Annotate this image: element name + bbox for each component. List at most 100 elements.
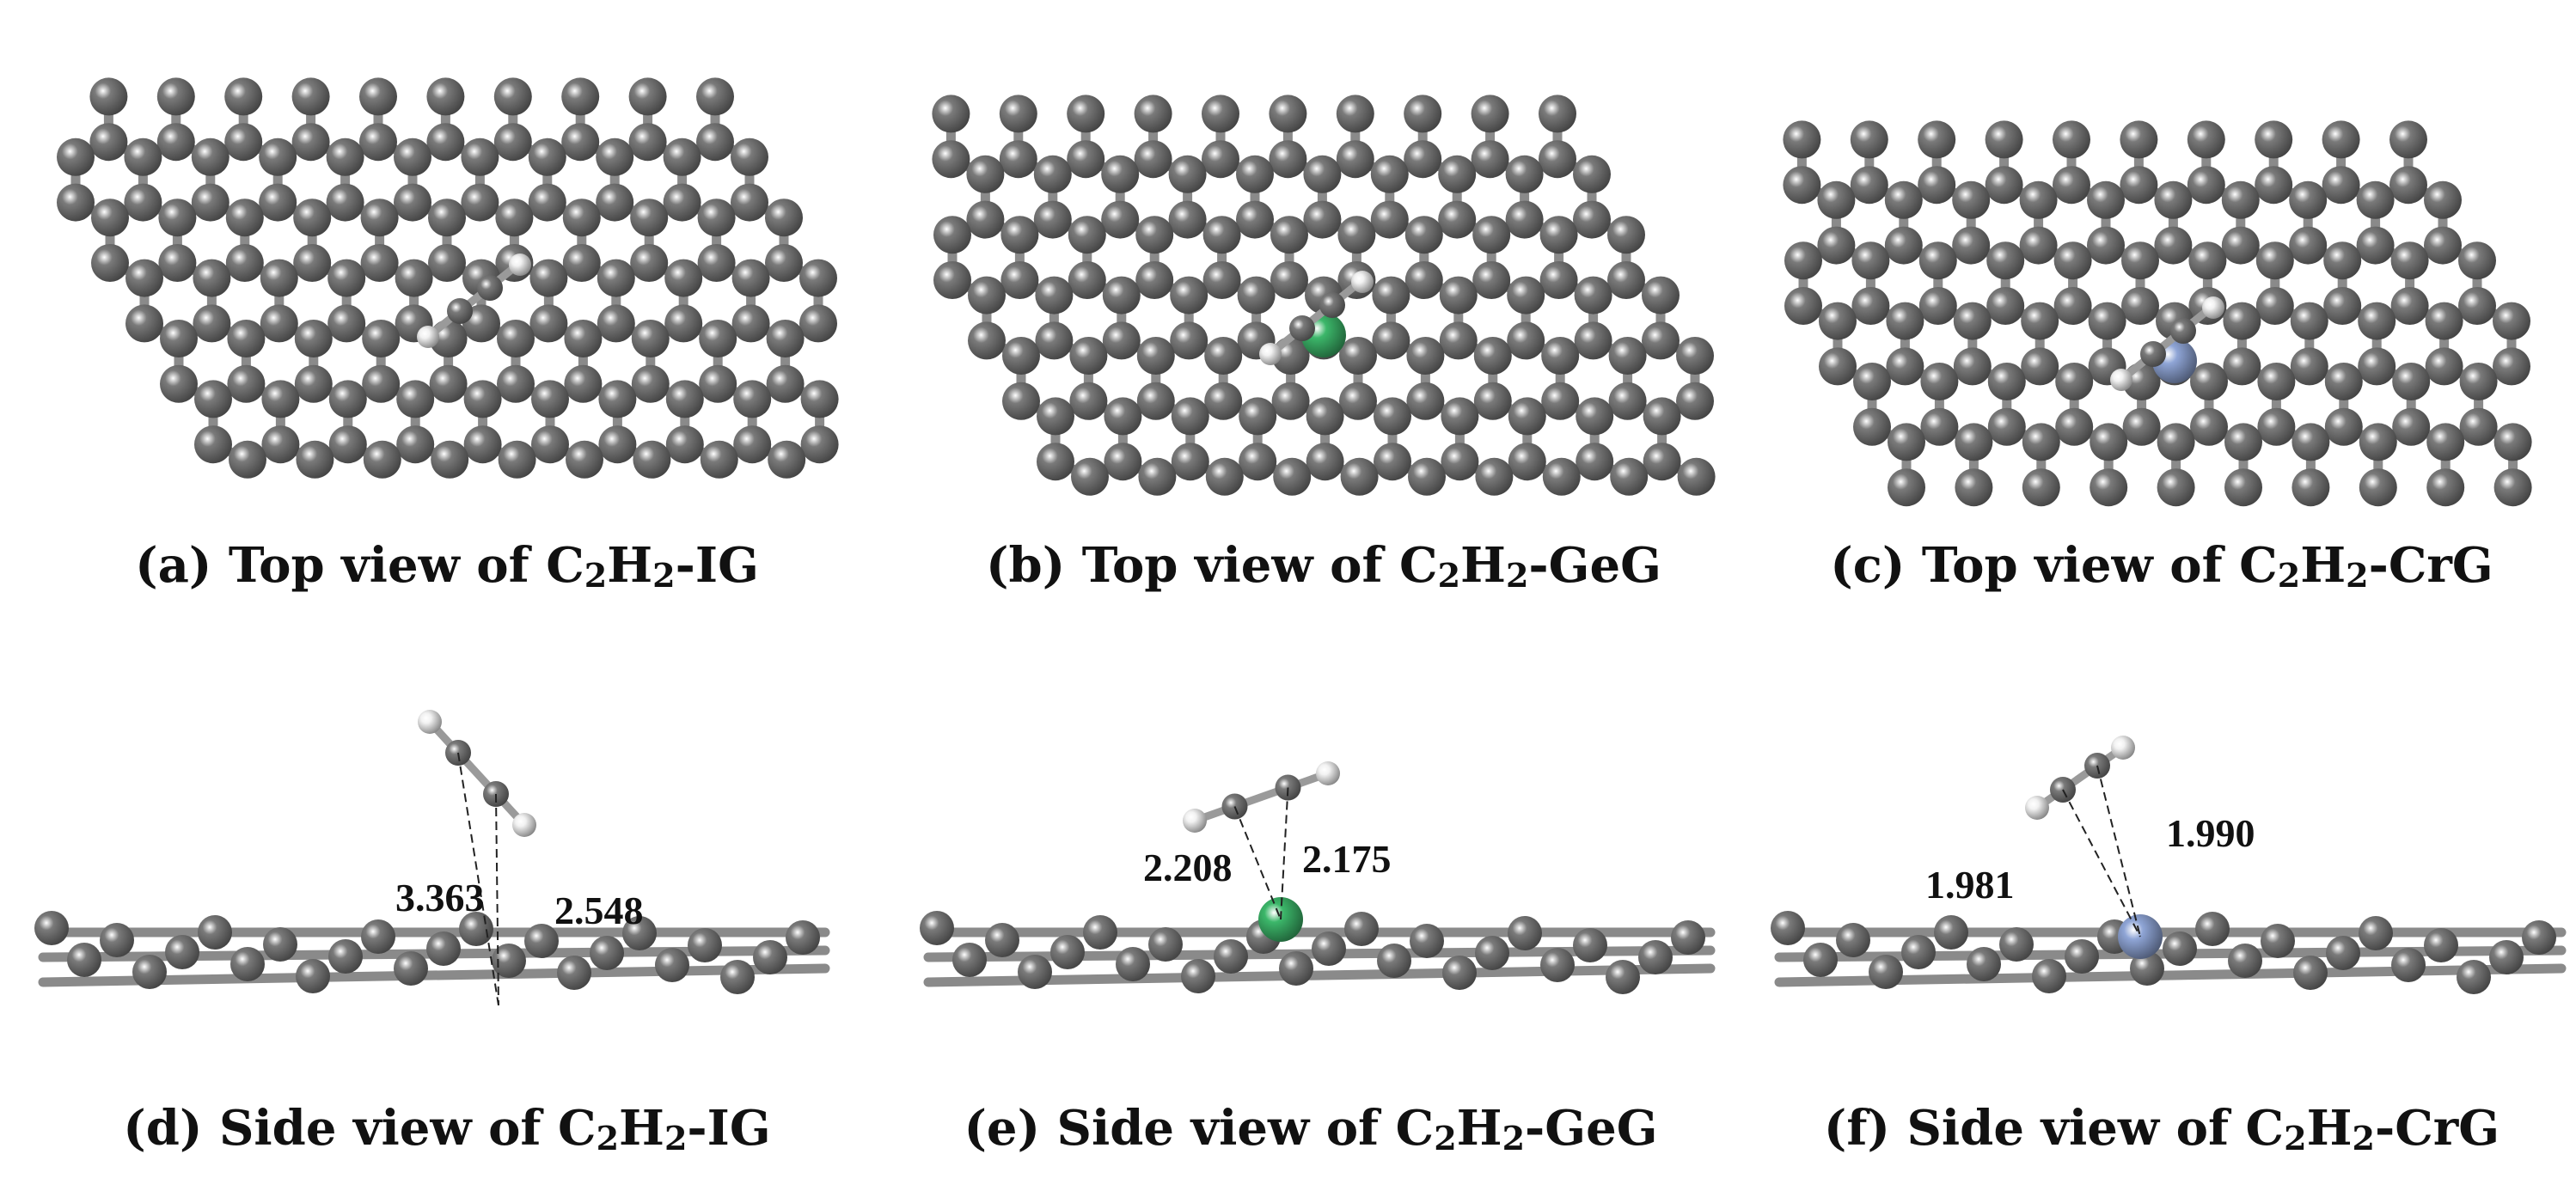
carbon-atom	[1638, 940, 1673, 974]
carbon-atom	[360, 198, 399, 237]
carbon-atom	[2291, 468, 2330, 507]
carbon-atom	[1643, 397, 1681, 436]
carbon-atom	[2323, 241, 2362, 280]
carbon-atom	[1441, 397, 1479, 436]
carbon-atom	[1955, 423, 1993, 461]
carbon-atom	[1439, 321, 1478, 360]
carbon-atom	[1037, 397, 1074, 436]
carbon-atom	[261, 380, 300, 418]
carbon-atom	[786, 920, 820, 955]
carbon-atom	[1104, 397, 1142, 436]
carbon-atom	[291, 123, 330, 162]
distance-label: 2.175	[1302, 837, 1392, 881]
carbon-atom	[2255, 120, 2293, 159]
carbon-atom	[1884, 180, 1923, 219]
carbon-atom	[2121, 287, 2159, 325]
carbon-atom	[1214, 939, 1248, 974]
carbon-atom	[1573, 155, 1611, 193]
carbon-atom	[1168, 200, 1207, 239]
carbon-atom	[1377, 944, 1411, 978]
carbon-atom	[1985, 120, 2023, 159]
carbon-atom	[952, 943, 987, 977]
carbon-atom	[1035, 321, 1074, 360]
carbon-atom	[1279, 951, 1313, 986]
carbon-atom	[359, 77, 397, 116]
carbon-atom	[1784, 287, 1822, 325]
molecule-top-view-geg	[932, 95, 1716, 496]
carbon-atom	[124, 183, 162, 222]
carbon-atom	[1083, 915, 1117, 950]
bond	[2033, 743, 2127, 812]
carbon-atom	[2188, 241, 2227, 280]
distance-line	[1233, 806, 1282, 920]
carbon-atom	[1784, 241, 1822, 280]
carbon-atom	[2055, 363, 2094, 400]
carbon-atom	[224, 123, 263, 162]
carbon-atom	[1370, 155, 1409, 193]
carbon-atom	[2224, 423, 2262, 461]
carbon-atom	[590, 936, 624, 970]
distance-label: 1.981	[1925, 863, 2015, 907]
carbon-atom	[1067, 95, 1105, 133]
carbon-atom	[2019, 226, 2058, 265]
carbon-atom	[34, 911, 69, 945]
carbon-atom	[2120, 120, 2158, 159]
carbon-atom	[67, 943, 101, 977]
carbon-atom	[765, 244, 803, 282]
carbon-atom	[1783, 166, 1821, 205]
carbon-atom	[733, 425, 772, 464]
carbon-atom	[2228, 944, 2262, 978]
hydrogen-atom	[1259, 343, 1282, 365]
carbon-atom	[1967, 947, 2001, 981]
carbon-atom	[1888, 468, 1925, 507]
carbon-atom	[561, 123, 600, 162]
carbon-atom	[191, 137, 229, 176]
carbon-atom	[2021, 347, 2059, 386]
carbon-atom	[628, 123, 667, 162]
carbon-atom	[1920, 363, 1959, 400]
carbon-atom	[1069, 382, 1108, 420]
hydrogen-atom	[1183, 809, 1207, 833]
carbon-atom	[2392, 363, 2431, 400]
carbon-atom	[497, 320, 535, 357]
carbon-atom	[2458, 287, 2496, 325]
carbon-atom	[2457, 960, 2491, 994]
carbon-atom	[2424, 226, 2462, 265]
carbon-atom	[622, 916, 657, 950]
carbon-atom	[1171, 443, 1209, 481]
carbon-atom	[1050, 935, 1085, 969]
carbon-atom	[57, 183, 95, 222]
carbon-atom	[528, 137, 566, 176]
carbon-atom	[1576, 443, 1614, 481]
carbon-atom	[1676, 337, 1714, 375]
carbon-atom	[2223, 302, 2261, 340]
carbon-atom	[463, 380, 502, 418]
carbon-atom	[1472, 261, 1511, 299]
carbon-atom	[1018, 955, 1052, 989]
carbon-atom	[999, 95, 1037, 133]
carbon-atom	[1002, 382, 1040, 420]
carbon-atom	[1134, 95, 1172, 133]
carbon-atom	[920, 911, 954, 945]
distance-line	[2096, 765, 2141, 938]
molecule-top-view-ig	[57, 77, 839, 479]
carbon-atom	[2223, 347, 2261, 386]
carbon-atom	[1271, 382, 1310, 420]
carbon-atom	[227, 364, 266, 403]
carbon-atom	[688, 928, 722, 962]
carbon-atom	[1104, 443, 1142, 481]
carbon-atom	[1610, 457, 1649, 496]
carbon-atom	[497, 364, 535, 403]
carbon-atom	[2088, 302, 2126, 340]
carbon-atom	[766, 320, 805, 357]
carbon-atom	[1406, 382, 1445, 420]
carbon-atom	[1573, 928, 1607, 962]
carbon-atom	[1886, 347, 1924, 386]
carbon-atom	[2121, 241, 2159, 280]
carbon-atom	[158, 244, 197, 282]
carbon-atom	[1438, 155, 1477, 193]
carbon-atom	[1471, 95, 1509, 133]
carbon-atom	[2358, 347, 2396, 386]
carbon-atom	[1608, 382, 1647, 420]
